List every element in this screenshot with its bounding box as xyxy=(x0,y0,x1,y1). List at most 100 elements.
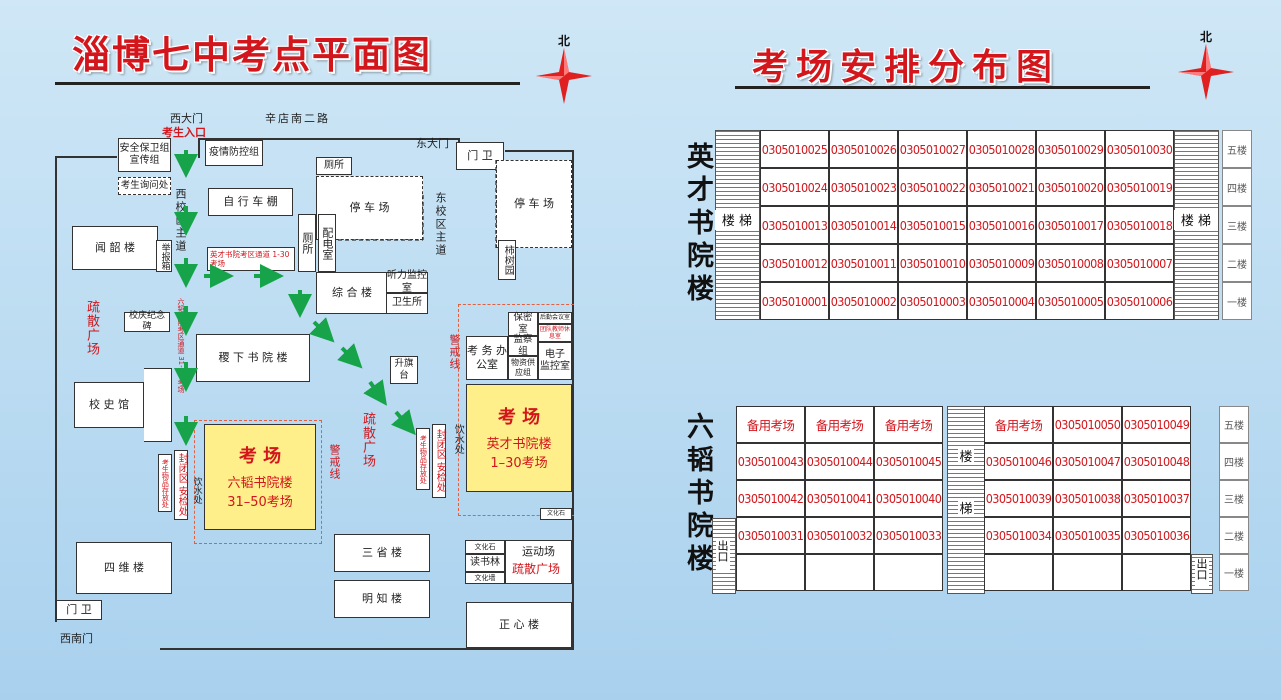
history-museum: 校 史 馆 xyxy=(74,382,144,428)
supervision-group: 监察组 xyxy=(508,334,538,357)
water-west: 饮水处 xyxy=(191,476,202,504)
listening-room: 听力监控室 xyxy=(386,270,428,294)
exit-label-left: 出口 xyxy=(716,540,730,570)
exam-area-yingcai: 考 场 英才书院楼 1–30考场 xyxy=(466,384,572,492)
clinic: 卫生所 xyxy=(386,293,428,314)
exam-room-cell: 0305010041 xyxy=(805,480,874,517)
exam-room-cell: 0305010007 xyxy=(1105,244,1174,282)
title-underline-right xyxy=(735,86,1150,89)
floor-label: 二楼 xyxy=(1219,517,1249,554)
stair-label-bottom: 梯 xyxy=(958,498,974,517)
exam-room-cell: 0305010016 xyxy=(967,206,1036,244)
exam-room-cell: 0305010025 xyxy=(760,130,829,168)
exam-room-cell: 0305010042 xyxy=(736,480,805,517)
floor-label: 三楼 xyxy=(1219,480,1249,517)
exam-room-cell: 0305010046 xyxy=(984,443,1053,480)
warning-line-1: 警戒线 xyxy=(328,444,341,480)
exam-room-cell: 0305010008 xyxy=(1036,244,1105,282)
distribution-title: 考场安排分布图 xyxy=(752,47,1061,88)
epidemic-office: 疫情防控组 xyxy=(205,140,263,166)
north-label: 北 xyxy=(558,34,571,48)
exam-room-cell: 0305010014 xyxy=(829,206,898,244)
sports-field: 运动场 xyxy=(505,540,572,584)
floor-label: 五楼 xyxy=(1219,406,1249,443)
water-east: 饮水处 xyxy=(452,424,464,454)
exam-room-cell: 备用考场 xyxy=(984,406,1053,443)
exam-room-cell: 0305010038 xyxy=(1053,480,1122,517)
exam-room-cell: 0305010006 xyxy=(1105,282,1174,320)
exam-room-cell: 0305010030 xyxy=(1105,130,1174,168)
exam-room-cell: 0305010013 xyxy=(760,206,829,244)
liutao-building-name: 六韬书院楼 xyxy=(682,412,713,577)
north-label-right: 北 xyxy=(1200,30,1213,44)
exam-room-cell: 备用考场 xyxy=(736,406,805,443)
jixia-building: 稷 下 书 院 楼 xyxy=(196,334,310,382)
yanbu-building: 闻 韶 楼 xyxy=(72,226,158,270)
exam-room-cell: 0305010022 xyxy=(898,168,967,206)
exam-room-cell: 0305010035 xyxy=(1053,517,1122,554)
floor-label: 一楼 xyxy=(1222,282,1252,320)
map-title: 淄博七中考点平面图 xyxy=(72,33,433,77)
teacher-rest-room: 团队教师休息室 xyxy=(538,324,572,342)
exam-room-cell: 0305010031 xyxy=(736,517,805,554)
culture-wall: 文化墙 xyxy=(465,572,505,584)
passage-west-label: 六韬书院考区通道 31-50 考场 xyxy=(177,298,185,393)
exam-room-cell: 0305010009 xyxy=(967,244,1036,282)
exam-room-cell: 0305010044 xyxy=(805,443,874,480)
meeting-room: 后勤会议室 xyxy=(538,312,572,324)
west-gate-label: 西大门 xyxy=(170,112,203,125)
exam-room-cell: 0305010050 xyxy=(1053,406,1122,443)
persimmon-garden: 柿树园 xyxy=(498,240,516,280)
exam-room-cell xyxy=(1122,554,1191,591)
east-main-road-label: 东校区主道 xyxy=(434,192,447,257)
exam-room-cell: 0305010029 xyxy=(1036,130,1105,168)
exam-room-cell: 0305010001 xyxy=(760,282,829,320)
exam-room-cell: 0305010026 xyxy=(829,130,898,168)
exam-room-cell: 备用考场 xyxy=(805,406,874,443)
exam-room-cell: 0305010043 xyxy=(736,443,805,480)
culture-stone-2: 文化石 xyxy=(540,508,572,520)
route-arrows xyxy=(174,150,497,446)
floor-label: 四楼 xyxy=(1222,168,1252,206)
siwei-building: 四 维 楼 xyxy=(76,542,172,594)
stair-label-left-yc: 楼 梯 xyxy=(715,210,759,230)
exam-room-cell: 0305010019 xyxy=(1105,168,1174,206)
exam-room-cell xyxy=(1053,554,1122,591)
exam-room-cell: 0305010045 xyxy=(874,443,943,480)
monitoring-room: 电子 监控室 xyxy=(538,342,572,380)
exam-room-cell: 0305010018 xyxy=(1105,206,1174,244)
items-storage-west: 考生物品存放处 xyxy=(158,454,172,512)
flag-platform: 升旗台 xyxy=(390,356,418,384)
items-storage-east: 考生物品存放处 xyxy=(416,428,430,490)
culture-stone-1: 文化石 xyxy=(465,540,505,554)
exam-room-cell: 0305010011 xyxy=(829,244,898,282)
exam-room-cell: 0305010047 xyxy=(1053,443,1122,480)
exam-room-cell: 0305010021 xyxy=(967,168,1036,206)
floor-label: 一楼 xyxy=(1219,554,1249,591)
evac-plaza-2: 疏散广场 xyxy=(360,412,375,468)
exam-room-cell: 0305010020 xyxy=(1036,168,1105,206)
floor-label: 四楼 xyxy=(1219,443,1249,480)
parking-lot-east: 停 车 场 xyxy=(496,160,572,248)
exam-room-cell xyxy=(736,554,805,591)
exam-room-cell: 0305010023 xyxy=(829,168,898,206)
exam-room-cell: 0305010040 xyxy=(874,480,943,517)
exam-room-cell: 0305010017 xyxy=(1036,206,1105,244)
exam-room-cell xyxy=(874,554,943,591)
floor-label: 五楼 xyxy=(1222,130,1252,168)
floor-label: 二楼 xyxy=(1222,244,1252,282)
report-box: 举报箱 xyxy=(156,240,172,272)
power-room: 配电室 xyxy=(318,214,336,272)
materials-group: 物资供应组 xyxy=(508,356,538,380)
exam-room-cell: 0305010012 xyxy=(760,244,829,282)
exam-room-cell: 0305010015 xyxy=(898,206,967,244)
exam-room-cell: 0305010005 xyxy=(1036,282,1105,320)
exam-room-cell: 0305010028 xyxy=(967,130,1036,168)
exam-office: 考 务 办公室 xyxy=(466,336,508,380)
bike-shed: 自 行 车 棚 xyxy=(208,188,293,216)
exam-room-cell: 0305010048 xyxy=(1122,443,1191,480)
zhengxin-building: 正 心 楼 xyxy=(466,602,572,648)
exam-room-cell: 0305010024 xyxy=(760,168,829,206)
